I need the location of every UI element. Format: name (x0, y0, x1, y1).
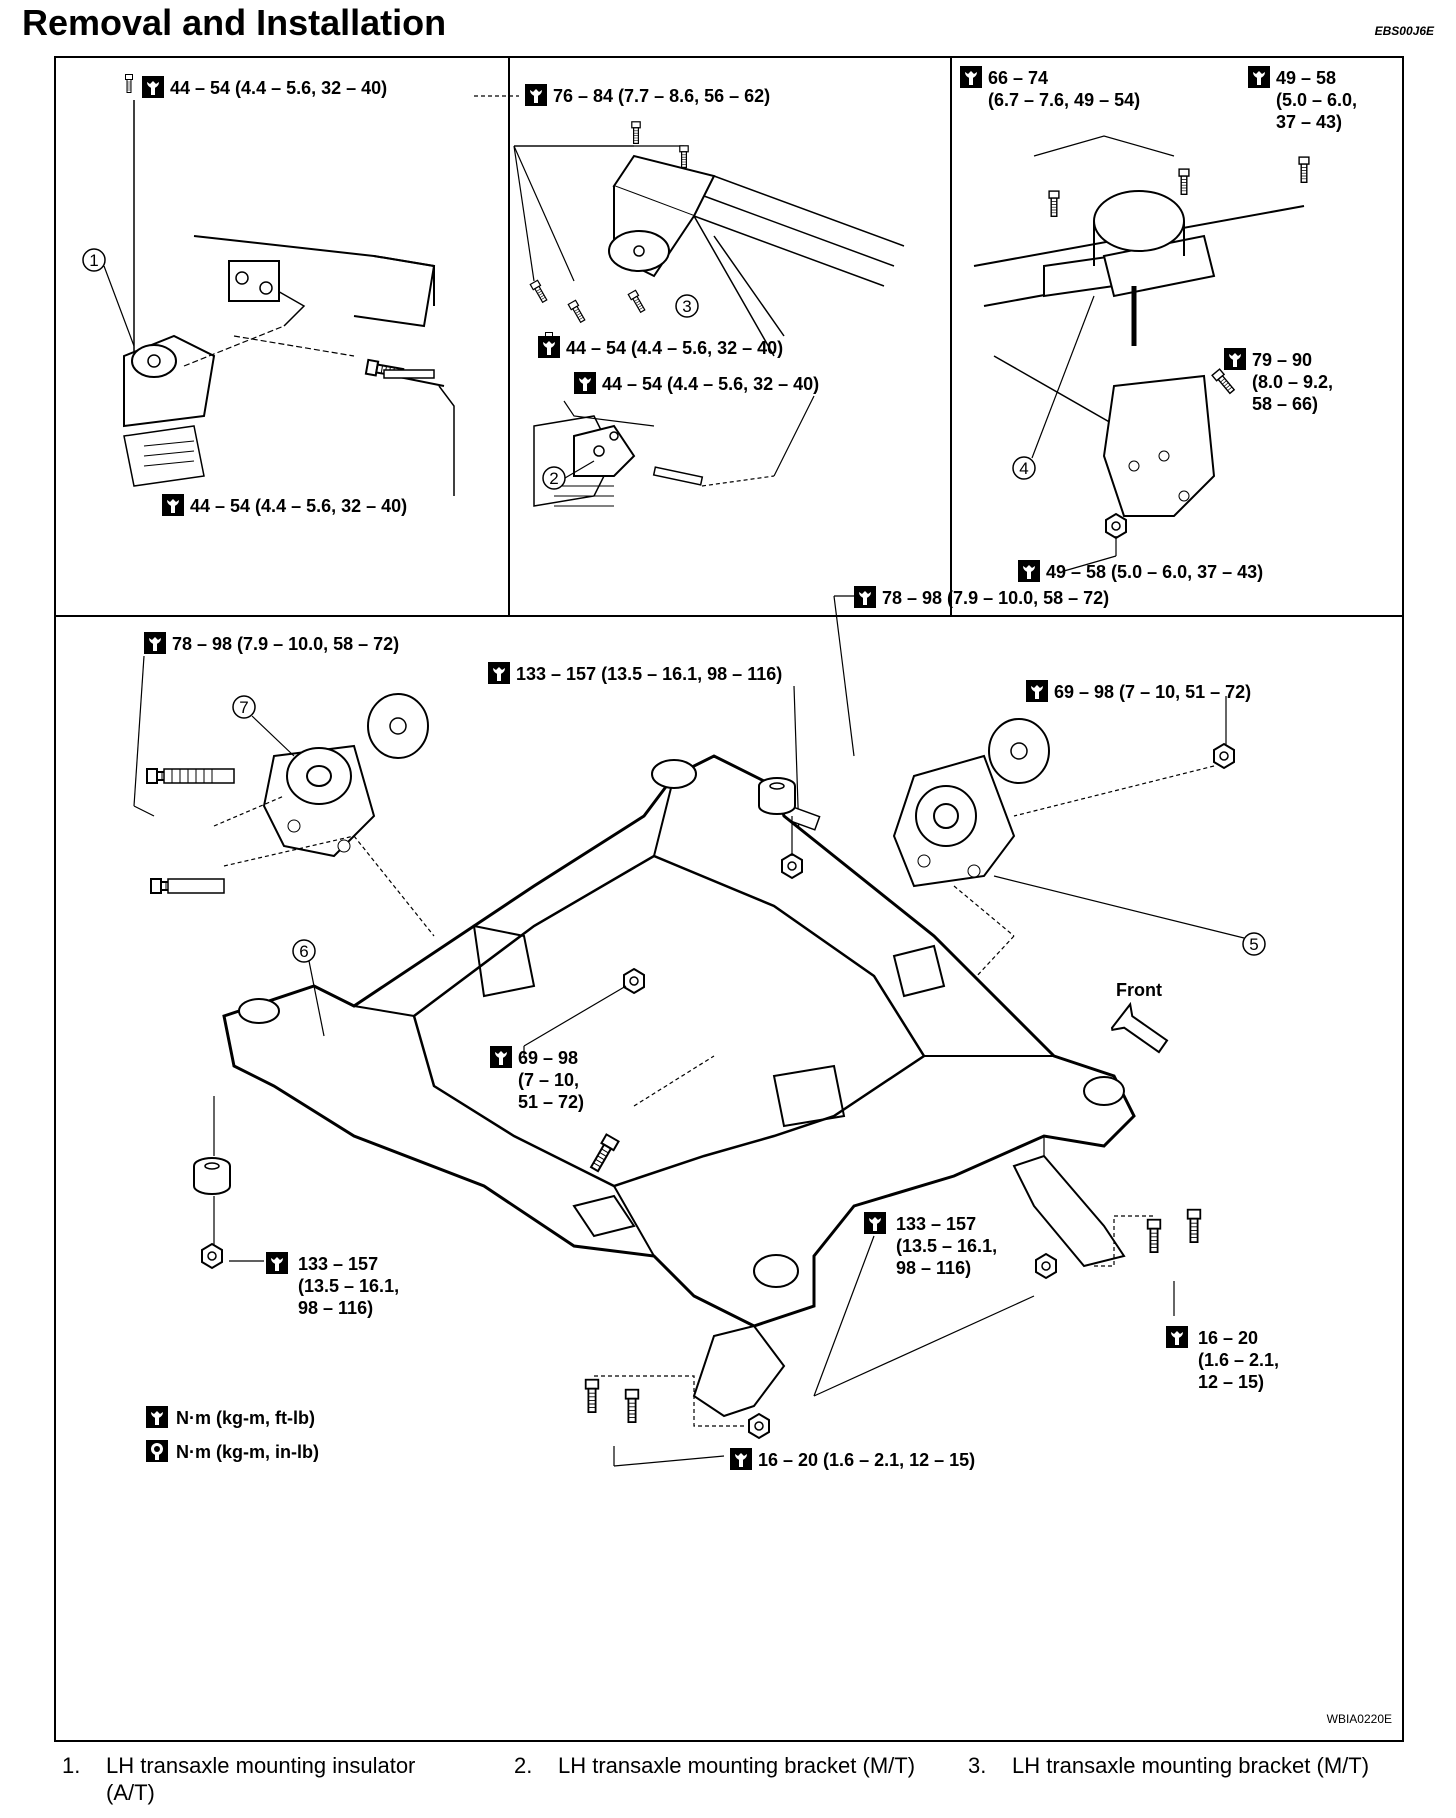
torque-label-7b: (5.0 – 6.0, (1276, 90, 1357, 110)
part-number: 1. (62, 1753, 81, 1778)
callout-1: 1 (89, 251, 98, 270)
torque-label-12: 133 – 157 (13.5 – 16.1, 98 – 116) (516, 664, 782, 684)
torque-label-8c: 58 – 66) (1252, 394, 1318, 414)
units-legend-ft-lb: N·m (kg-m, ft-lb) (176, 1408, 315, 1428)
document-code: EBS00J6E (1374, 24, 1434, 38)
torque-label-14c: 51 – 72) (518, 1092, 584, 1112)
torque-label-17c: 12 – 15) (1198, 1372, 1264, 1392)
torque-label-4: 44 – 54 (4.4 – 5.6, 32 – 40) (566, 338, 783, 358)
callout-5: 5 (1249, 935, 1258, 954)
panel-1-at-insulator: 44 – 54 (4.4 – 5.6, 32 – 40) 44 – 54 (4.… (82, 74, 455, 516)
torque-label-14a: 69 – 98 (518, 1048, 578, 1068)
front-label: Front (1116, 980, 1162, 1000)
torque-label-17b: (1.6 – 2.1, (1198, 1350, 1279, 1370)
torque-label-15b: (13.5 – 16.1, (298, 1276, 399, 1296)
part-number: 2. (514, 1753, 533, 1778)
torque-label-18: 16 – 20 (1.6 – 2.1, 12 – 15) (758, 1450, 975, 1470)
page-title: Removal and Installation (22, 2, 447, 43)
torque-label-8b: (8.0 – 9.2, (1252, 372, 1333, 392)
part-number: 3. (968, 1753, 987, 1778)
callout-7: 7 (239, 698, 248, 717)
callout-6: 6 (299, 942, 308, 961)
callout-2: 2 (549, 469, 558, 488)
callout-4: 4 (1019, 459, 1028, 478)
units-legend-in-lb: N·m (kg-m, in-lb) (176, 1442, 319, 1462)
torque-label-15c: 98 – 116) (298, 1298, 373, 1318)
torque-label-11: 78 – 98 (7.9 – 10.0, 58 – 72) (882, 588, 1109, 608)
torque-label-17a: 16 – 20 (1198, 1328, 1258, 1348)
figure-code: WBIA0220E (1326, 1712, 1392, 1726)
torque-label-16b: (13.5 – 16.1, (896, 1236, 997, 1256)
panel-2-mt-bracket: 76 – 84 (7.7 – 8.6, 56 – 62) 3 44 – 54 (… (474, 84, 905, 507)
torque-label-9: 49 – 58 (5.0 – 6.0, 37 – 43) (1046, 562, 1263, 582)
torque-label-15a: 133 – 157 (298, 1254, 378, 1274)
torque-label-13: 69 – 98 (7 – 10, 51 – 72) (1054, 682, 1251, 702)
torque-label-10: 78 – 98 (7.9 – 10.0, 58 – 72) (172, 634, 399, 654)
torque-label-6b: (6.7 – 7.6, 49 – 54) (988, 90, 1140, 110)
exploded-diagram: 44 – 54 (4.4 – 5.6, 32 – 40) 44 – 54 (4.… (54, 56, 1404, 1742)
part-name: LH transaxle mounting bracket (M/T) (1012, 1753, 1370, 1778)
torque-label-3: 76 – 84 (7.7 – 8.6, 56 – 62) (553, 86, 770, 106)
torque-label-7a: 49 – 58 (1276, 68, 1336, 88)
torque-label-6a: 66 – 74 (988, 68, 1048, 88)
panel-3-mount: 66 – 74 (6.7 – 7.6, 49 – 54) 49 – 58 (5.… (960, 66, 1357, 582)
torque-label-16a: 133 – 157 (896, 1214, 976, 1234)
torque-label-16c: 98 – 116) (896, 1258, 971, 1278)
front-arrow-icon (1110, 1001, 1169, 1054)
part-name: LH transaxle mounting bracket (M/T) (558, 1753, 916, 1778)
torque-label-5: 44 – 54 (4.4 – 5.6, 32 – 40) (602, 374, 819, 394)
torque-label-8a: 79 – 90 (1252, 350, 1312, 370)
torque-label-14b: (7 – 10, (518, 1070, 579, 1090)
callout-3: 3 (682, 297, 691, 316)
panel-main-crossmember: 78 – 98 (7.9 – 10.0, 58 – 72) 78 – 98 (7… (133, 586, 1279, 1470)
torque-label-1: 44 – 54 (4.4 – 5.6, 32 – 40) (170, 78, 387, 98)
part-name: LH transaxle mounting insulator (A/T) (106, 1753, 416, 1805)
torque-label-2: 44 – 54 (4.4 – 5.6, 32 – 40) (190, 496, 407, 516)
torque-label-7c: 37 – 43) (1276, 112, 1342, 132)
